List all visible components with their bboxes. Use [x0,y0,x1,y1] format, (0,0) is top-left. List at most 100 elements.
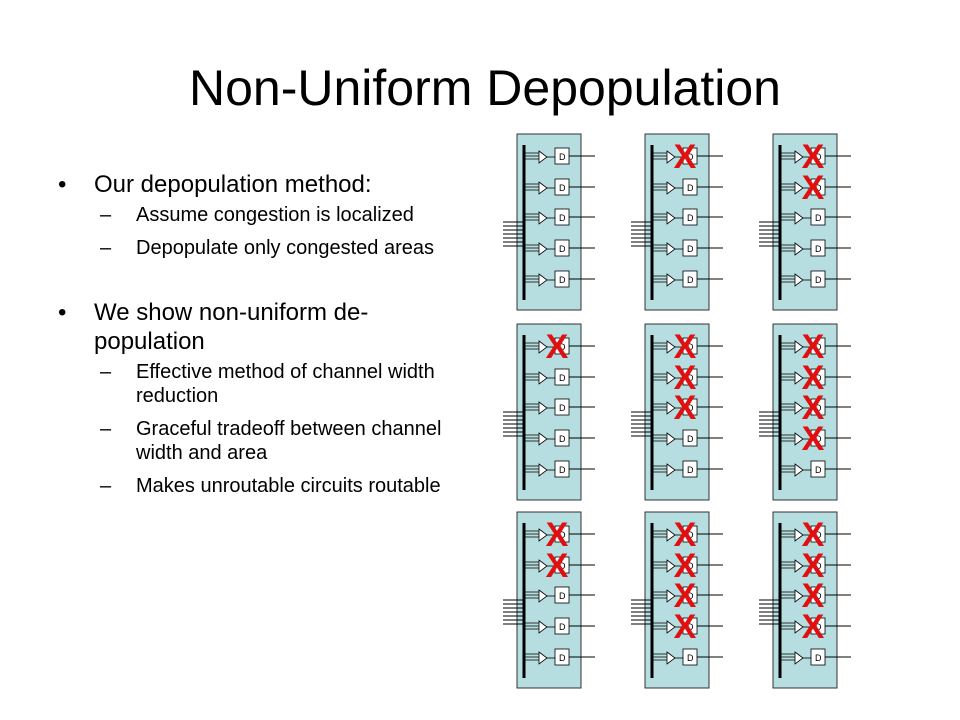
logic-cell: D [780,239,851,257]
lut-glyph [794,620,804,634]
flip-flop-d-label: D [687,561,694,571]
flip-flop-d-label: D [687,213,694,223]
logic-block-background [516,511,582,689]
logic-cell: D [524,368,595,386]
lut-glyph [794,211,804,225]
flip-flop-d-label: D [815,213,822,223]
sub-bullet-dash: – [100,475,112,497]
lut-glyph [538,620,548,634]
flip-flop-d-label: D [815,244,822,254]
flip-flop-d-label: D [687,653,694,663]
logic-cell: D [780,398,851,416]
sub-bullet-dash: – [100,237,112,259]
logic-cell: D [524,429,595,447]
flip-flop-d-label: D [815,373,822,383]
logic-block-background [644,133,710,311]
depopulated-x-icon: X [802,169,825,207]
flip-flop-d-label: D [815,530,822,540]
lut-glyph [538,559,548,573]
flip-flop-d-label: D [559,373,566,383]
logic-cell: D [780,586,851,604]
depopulated-x-icon: X [674,608,697,646]
logic-cell: D [780,270,851,288]
lut-glyph [666,463,676,477]
logic-block-background [516,133,582,311]
logic-cell: D [652,239,723,257]
sub-bullet-dash: – [100,361,112,383]
lut-glyph [666,559,676,573]
flip-flop-d-label: D [815,275,822,285]
slide-title: Non-Uniform Depopulation [189,60,781,116]
lut-glyph [538,273,548,287]
sub-bullet-item: –Makes unroutable circuits routable [58,474,478,498]
lut-glyph [538,528,548,542]
logic-cell: D [780,460,851,478]
lut-glyph [794,432,804,446]
lut-glyph [794,463,804,477]
logic-cell: D [524,208,595,226]
depopulated-x-icon: X [802,138,825,176]
logic-cell: D [652,586,723,604]
bullet-item: •Our depopulation method: [58,170,478,199]
lut-glyph [794,242,804,256]
logic-cell: D [524,648,595,666]
lut-glyph [538,150,548,164]
lut-glyph [666,651,676,665]
flip-flop-d-label: D [687,530,694,540]
lut-glyph [666,528,676,542]
lut-glyph [538,463,548,477]
logic-cell: D [652,398,723,416]
depopulated-x-icon: X [802,328,825,366]
sub-bullet-dash: – [100,204,112,226]
depopulated-x-icon: X [674,516,697,554]
bullet-text: We show non-uniform de-population [94,299,369,355]
logic-cell: D [524,178,595,196]
flip-flop-d-label: D [815,465,822,475]
flip-flop-d-label: D [815,342,822,352]
flip-flop-d-label: D [559,530,566,540]
logic-cell: D [652,147,723,165]
flip-flop-d-label: D [687,152,694,162]
depopulated-x-icon: X [802,608,825,646]
lut-glyph [538,181,548,195]
depopulated-x-icon: X [802,420,825,458]
flip-flop-d-label: D [687,434,694,444]
flip-flop-d-label: D [687,342,694,352]
flip-flop-d-label: D [559,653,566,663]
flip-flop-d-label: D [687,183,694,193]
logic-cell: D [780,178,851,196]
lut-glyph [794,181,804,195]
bullet-text: Our depopulation method: [94,171,372,198]
bullet-item: •We show non-uniform de-population [58,298,478,356]
flip-flop-d-label: D [687,373,694,383]
logic-cell: D [780,368,851,386]
lut-glyph [666,211,676,225]
lut-glyph [794,589,804,603]
logic-block-background [516,323,582,501]
logic-cell: D [524,270,595,288]
depopulated-x-icon: X [674,138,697,176]
flip-flop-d-label: D [815,152,822,162]
depopulated-x-icon: X [802,359,825,397]
lut-glyph [794,528,804,542]
flip-flop-d-label: D [815,403,822,413]
flip-flop-d-label: D [559,152,566,162]
depopulated-x-icon: X [546,516,569,554]
depopulated-x-icon: X [674,547,697,585]
sub-bullet-item: –Effective method of channel width reduc… [58,360,478,408]
flip-flop-d-label: D [559,561,566,571]
lut-glyph [538,340,548,354]
logic-cell: D [524,147,595,165]
logic-block-background [772,511,838,689]
logic-cell: D [780,617,851,635]
depopulated-x-icon: X [802,577,825,615]
lut-glyph [666,150,676,164]
logic-cell: D [524,617,595,635]
lut-glyph [794,273,804,287]
flip-flop-d-label: D [687,403,694,413]
